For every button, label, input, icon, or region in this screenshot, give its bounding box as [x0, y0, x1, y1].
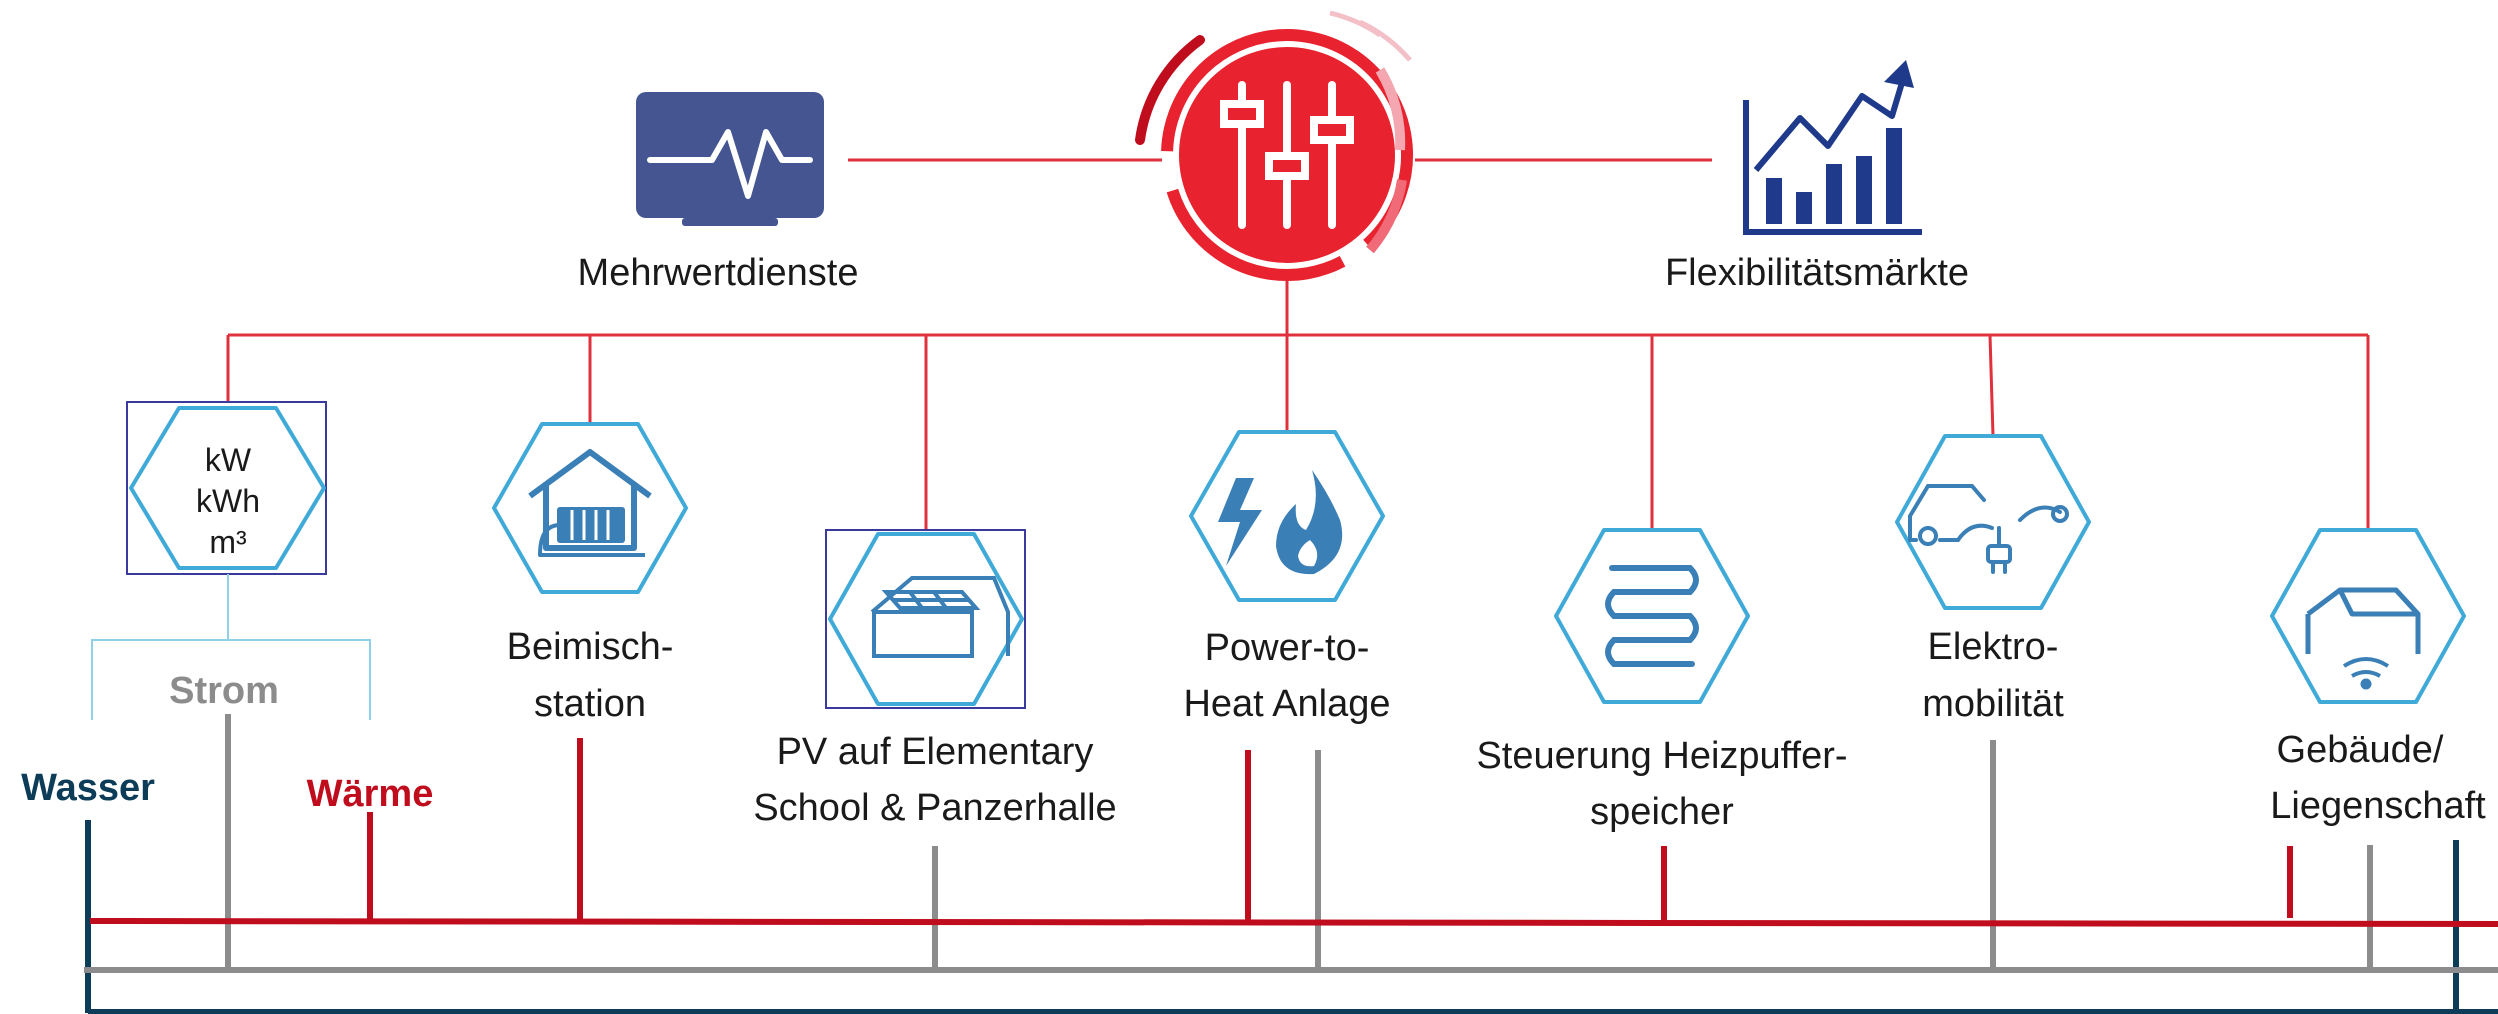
wasser-label: Wasser	[21, 767, 155, 809]
steuerung-label-line1: Steuerung Heizpuffer-	[1476, 735, 1847, 777]
beimisch-label-line1: Beimisch-	[507, 626, 674, 668]
gebaeude-node[interactable]: Gebäude/ Liegenschaft	[2270, 528, 2486, 827]
lightning-flame-icon	[1218, 470, 1343, 575]
heating-coil-icon	[1605, 565, 1699, 667]
emob-label-line1: Elektro-	[1928, 626, 2059, 668]
wasser-line	[85, 820, 2498, 1014]
steuerung-node[interactable]: Steuerung Heizpuffer- speicher	[1476, 528, 1848, 833]
steuerung-label-line2: speicher	[1590, 791, 1734, 833]
p2h-label-line1: Power-to-	[1205, 627, 1370, 669]
solar-roof-icon	[870, 576, 1010, 658]
waerme-line	[89, 738, 2498, 927]
emob-label-line2: mobilität	[1922, 683, 2064, 725]
smart-building-icon	[2305, 587, 2421, 690]
units-node[interactable]: kW kWh m³	[126, 401, 327, 575]
pulse-monitor-icon	[636, 92, 824, 226]
growth-chart-icon	[1743, 60, 1922, 235]
p2h-node[interactable]: Power-to- Heat Anlage	[1183, 430, 1391, 725]
top-connectors	[848, 158, 1712, 336]
strom-bracket	[91, 574, 371, 720]
gebaeude-label-line1: Gebäude/	[2277, 729, 2444, 771]
mehrwert-label: Mehrwertdienste	[578, 252, 859, 294]
house-radiator-icon	[528, 449, 652, 557]
gebaeude-label-line2: Liegenschaft	[2270, 785, 2486, 827]
unit-kw: kW	[205, 442, 252, 478]
waerme-label: Wärme	[307, 773, 434, 815]
strom-label: Strom	[169, 670, 279, 712]
pv-node[interactable]: PV auf Elementary School & Panzerhalle	[753, 529, 1117, 829]
p2h-label-line2: Heat Anlage	[1183, 683, 1390, 725]
strom-line	[84, 714, 2498, 973]
control-sliders-icon	[1220, 81, 1354, 229]
beimisch-node[interactable]: Beimisch- station	[492, 422, 688, 725]
ev-charging-icon	[1908, 484, 2069, 574]
unit-m3: m³	[209, 524, 247, 560]
flex-label: Flexibilitätsmärkte	[1665, 252, 1969, 294]
unit-kwh: kWh	[196, 483, 260, 519]
central-hub[interactable]	[1135, 10, 1426, 294]
emob-node[interactable]: Elektro- mobilität	[1895, 434, 2091, 725]
pv-label-line2: School & Panzerhalle	[753, 787, 1116, 829]
pv-label-line1: PV auf Elementary	[777, 731, 1094, 773]
distribution-bus	[226, 333, 2370, 530]
beimisch-label-line2: station	[534, 683, 646, 725]
